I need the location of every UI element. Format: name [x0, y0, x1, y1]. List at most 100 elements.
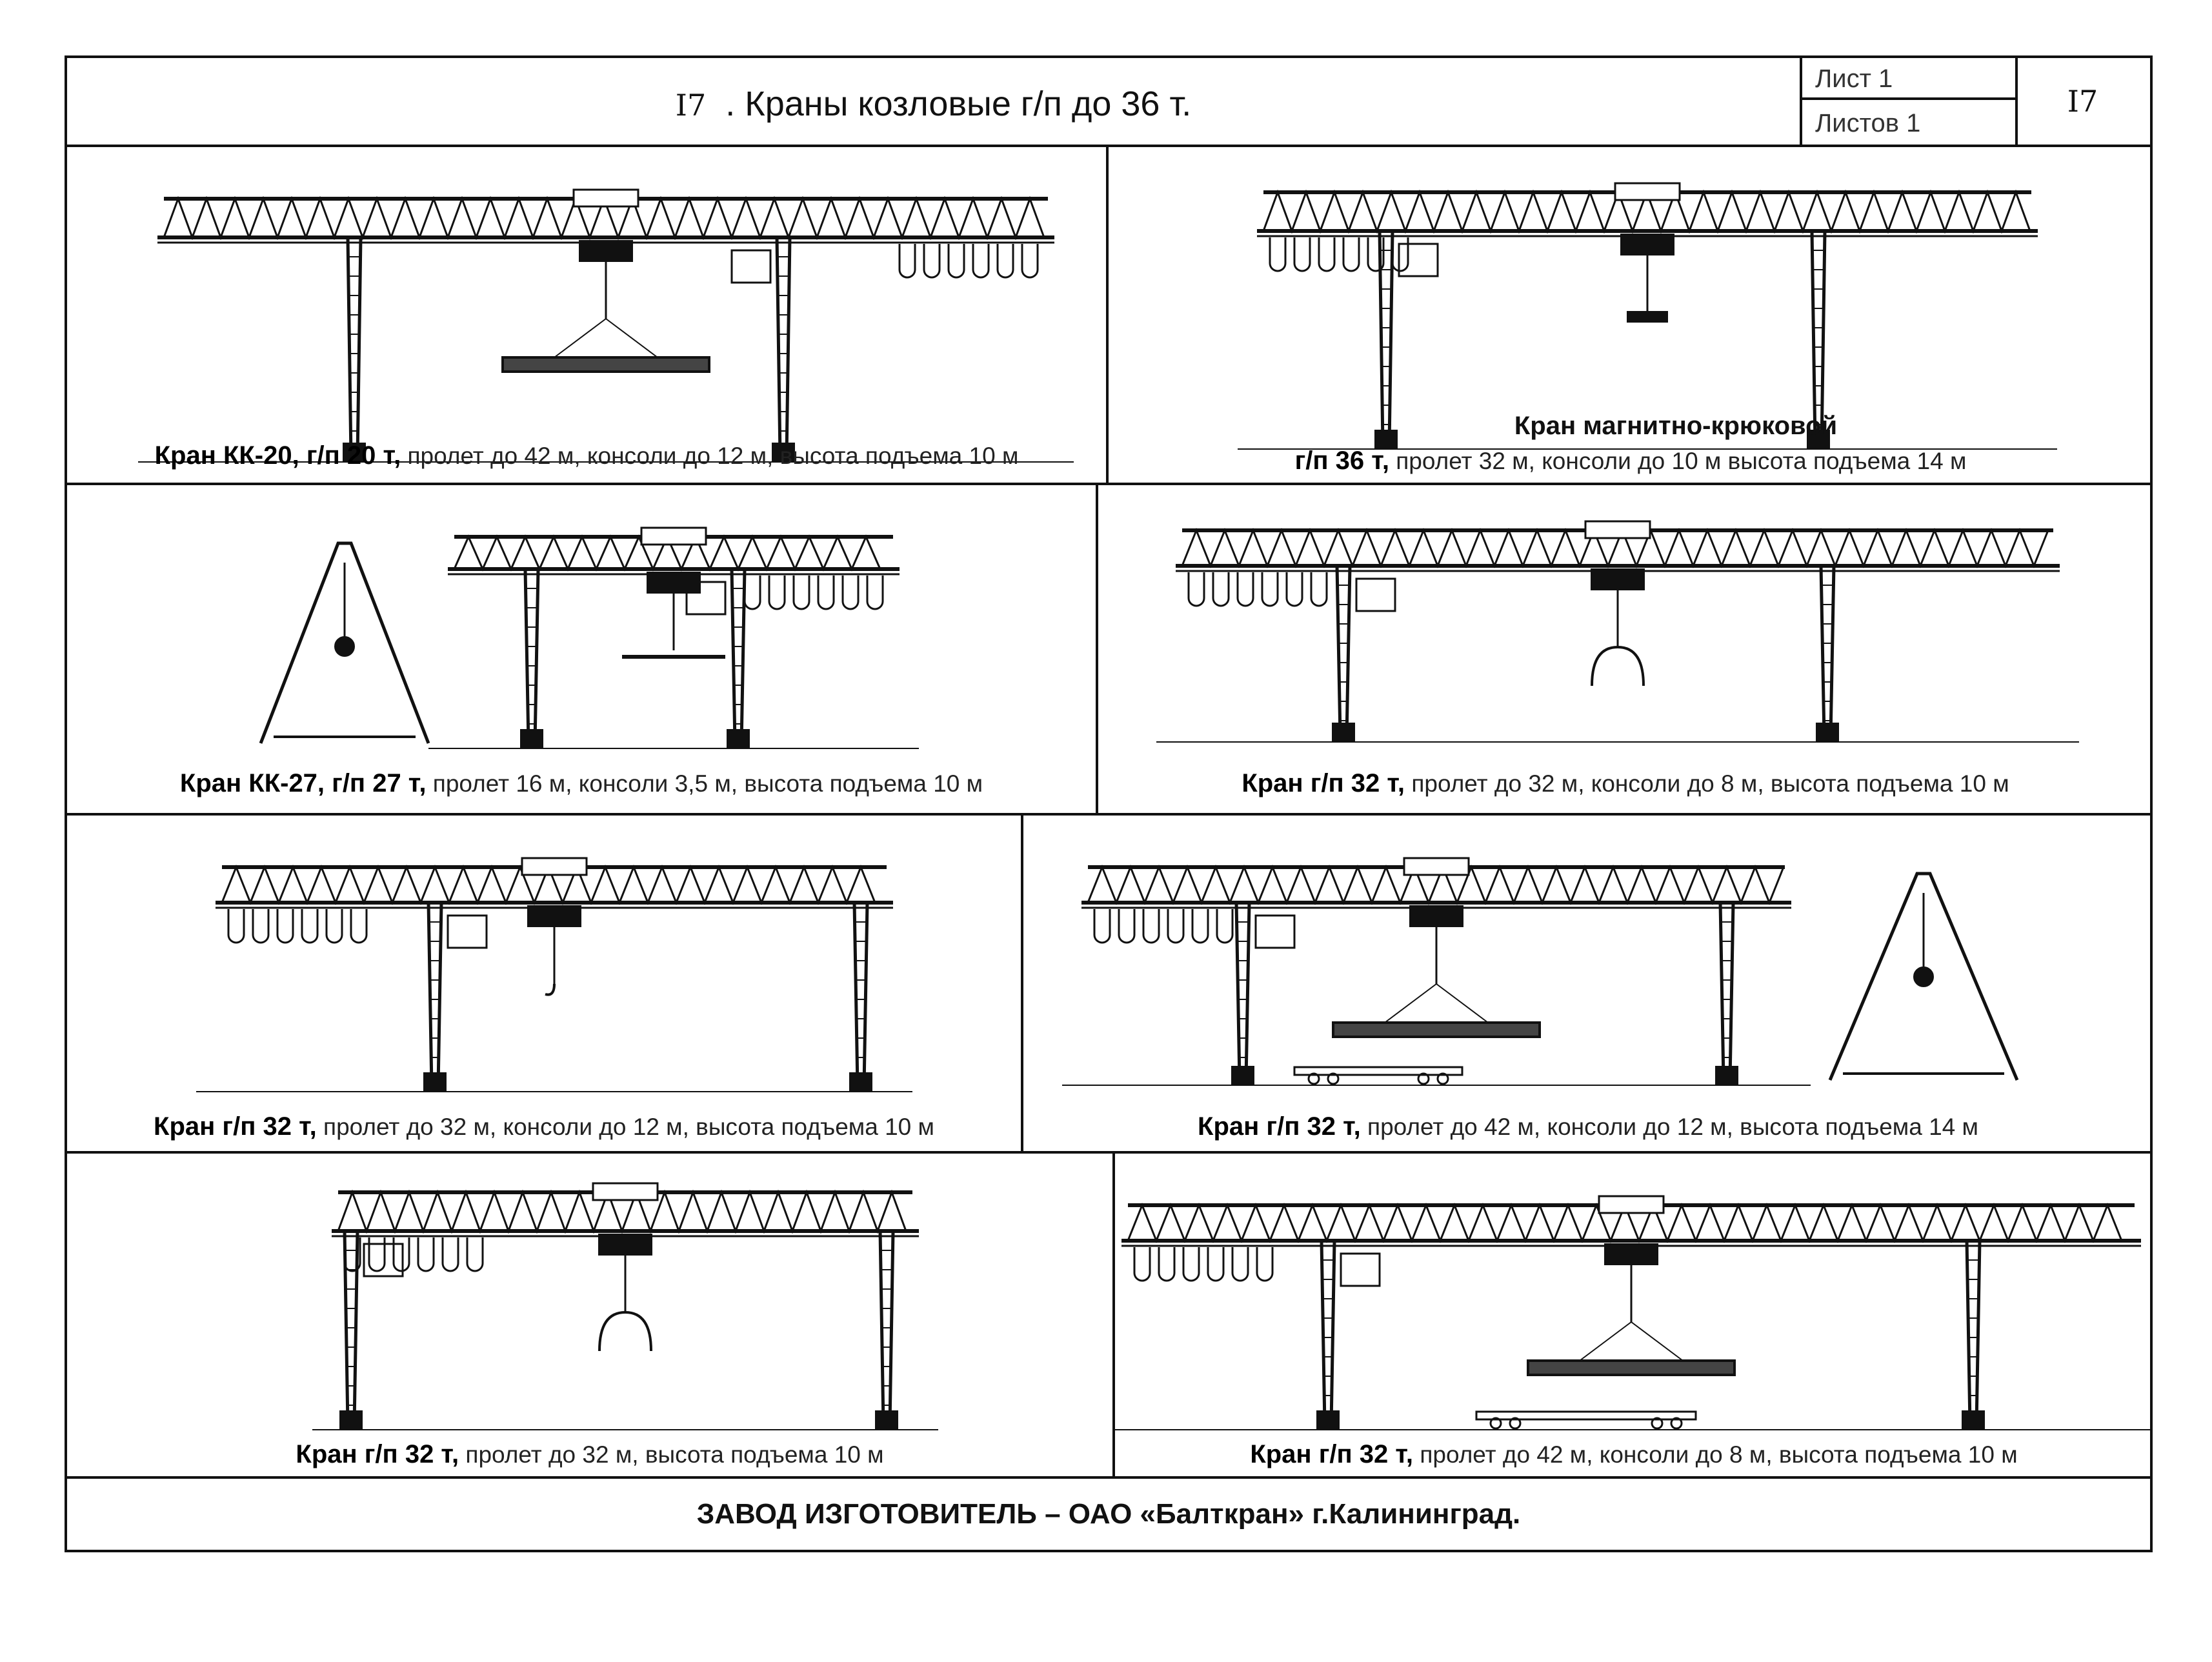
sheet-code-left: I7: [675, 88, 707, 123]
gantry-crane: [1115, 1195, 2150, 1430]
cable-loop: [1118, 909, 1136, 944]
panel-32t-b: Кран г/п 32 т, пролет до 32 м, консоли д…: [67, 816, 1021, 1151]
girder-truss: [1181, 527, 2049, 569]
cable-loop: [1187, 572, 1205, 607]
grab-bucket: [598, 1310, 652, 1352]
title-block: I7 . Краны козловые г/п до 36 т. Лист 1 Л…: [67, 58, 2150, 147]
cable-loop: [227, 909, 245, 944]
grab-bucket: [1591, 645, 1645, 686]
hook: [545, 983, 556, 996]
panel-kk27: Кран КК-27, г/п 27 т, пролет 16 м, консо…: [67, 485, 1096, 813]
cable-loop: [768, 576, 786, 610]
operator-cab: [685, 581, 727, 616]
manufacturer-footer: ЗАВОД ИЗГОТОВИТЕЛЬ – ОАО «Балткран» г.Ка…: [696, 1498, 1521, 1530]
operator-cab: [363, 1243, 404, 1277]
bogie: [343, 443, 366, 462]
beam-load: [1527, 1359, 1736, 1376]
cable-loop: [301, 909, 319, 944]
caption-kk27: Кран КК-27, г/п 27 т, пролет 16 м, консо…: [179, 769, 983, 797]
panel-32t-e: Кран г/п 32 т, пролет до 42 м, консоли д…: [1112, 1154, 2153, 1476]
sheet-title-text: . Краны козловые г/п до 36 т.: [725, 85, 1192, 123]
crane-drawing: [259, 526, 919, 749]
cable-loop: [841, 576, 860, 610]
a-frame-crane: [259, 541, 430, 744]
cable-loop: [1310, 572, 1328, 607]
cable-loop: [1231, 1247, 1249, 1282]
caption-32t-a: Кран г/п 32 т, пролет до 32 м, консоли д…: [1242, 769, 2009, 797]
cable-loop: [1256, 1247, 1274, 1282]
cable-loop: [1269, 237, 1287, 272]
lifting-magnet: [1627, 311, 1668, 323]
cable-loop: [350, 909, 368, 944]
cable-loop: [276, 909, 294, 944]
sheet-count: Листов 1: [1815, 109, 1921, 137]
girder-truss: [337, 1189, 907, 1234]
cable-loop: [972, 244, 990, 279]
beam-load: [1332, 1021, 1541, 1038]
cable-loop: [252, 909, 270, 944]
bogie: [1807, 430, 1830, 449]
cable-loop: [1236, 572, 1254, 607]
operator-cab: [1254, 914, 1296, 949]
row-1: Кран КК-20, г/п 20 т, пролет до 42 м, ко…: [67, 147, 2150, 485]
brand-plate: [1614, 182, 1681, 201]
cable-loop: [1133, 1247, 1151, 1282]
brand-plate: [572, 188, 639, 208]
sheet-title: I7 . Краны козловые г/п до 36 т.: [67, 84, 1800, 124]
gantry-crane: [259, 526, 919, 749]
row-3: Кран г/п 32 т, пролет до 32 м, консоли д…: [67, 816, 2150, 1154]
caption-32t-e: Кран г/п 32 т, пролет до 42 м, консоли д…: [1250, 1440, 2018, 1468]
operator-cab: [1398, 243, 1439, 277]
bogie: [1374, 430, 1398, 449]
cable-loop: [1182, 1247, 1200, 1282]
caption-kk20: Кран КК-20, г/п 20 т, пролет до 42 м, ко…: [154, 441, 1019, 470]
cable-loop: [343, 1237, 361, 1272]
cable-loop: [1167, 909, 1185, 944]
brand-plate: [592, 1182, 659, 1201]
gantry-crane: [138, 188, 1074, 463]
crane-drawing: [196, 857, 912, 1092]
cable-loop: [792, 576, 810, 610]
gantry-crane: [312, 1182, 938, 1430]
trolley: [527, 905, 581, 927]
operator-cab: [730, 249, 772, 284]
caption-magnet-hook-line1: Кран магнитно-крюковой: [1514, 412, 1838, 440]
cable-loop: [441, 1237, 459, 1272]
caption-32t-d: Кран г/п 32 т, пролет до 32 м, высота по…: [296, 1440, 884, 1468]
bogie: [849, 1072, 872, 1092]
cable-loop: [1207, 1247, 1225, 1282]
panel-magnet-hook: Кран магнитно-крюковой г/п 36 т, пролет …: [1106, 147, 2153, 483]
cable-loop: [1216, 909, 1234, 944]
cable-loop: [392, 1237, 410, 1272]
trolley: [1409, 905, 1463, 927]
cable-loop: [1191, 909, 1209, 944]
cable-loop: [1212, 572, 1230, 607]
a-frame-crane: [1828, 872, 2019, 1081]
panel-32t-a: Кран г/п 32 т, пролет до 32 м, консоли д…: [1096, 485, 2153, 813]
brand-plate: [521, 857, 588, 876]
bogie: [423, 1072, 447, 1092]
beam-load: [501, 356, 710, 373]
caption-magnet-hook-line2: г/п 36 т, пролет 32 м, консоли до 10 м в…: [1294, 446, 1967, 475]
cable-loop: [866, 576, 884, 610]
cable-loop: [368, 1237, 386, 1272]
bogie: [727, 729, 750, 748]
cable-loop: [1342, 237, 1360, 272]
panel-kk20: Кран КК-20, г/п 20 т, пролет до 42 м, ко…: [67, 147, 1106, 483]
cable-loop: [1318, 237, 1336, 272]
cable-loop: [1021, 244, 1039, 279]
rail-wagon: [1475, 1410, 1697, 1421]
sheet-number: Лист 1: [1802, 58, 2015, 100]
rail-wagon: [1293, 1066, 1463, 1076]
cable-loop: [1391, 237, 1409, 272]
operator-cab: [1355, 577, 1396, 612]
trolley: [1604, 1243, 1658, 1265]
trolley: [647, 572, 701, 594]
brand-plate: [640, 526, 707, 546]
gantry-crane: [1156, 520, 2079, 743]
cable-loop: [1142, 909, 1160, 944]
cable-loop: [817, 576, 835, 610]
bogie: [1332, 723, 1355, 742]
cable-loop: [466, 1237, 484, 1272]
gantry-crane: [1062, 857, 2019, 1086]
